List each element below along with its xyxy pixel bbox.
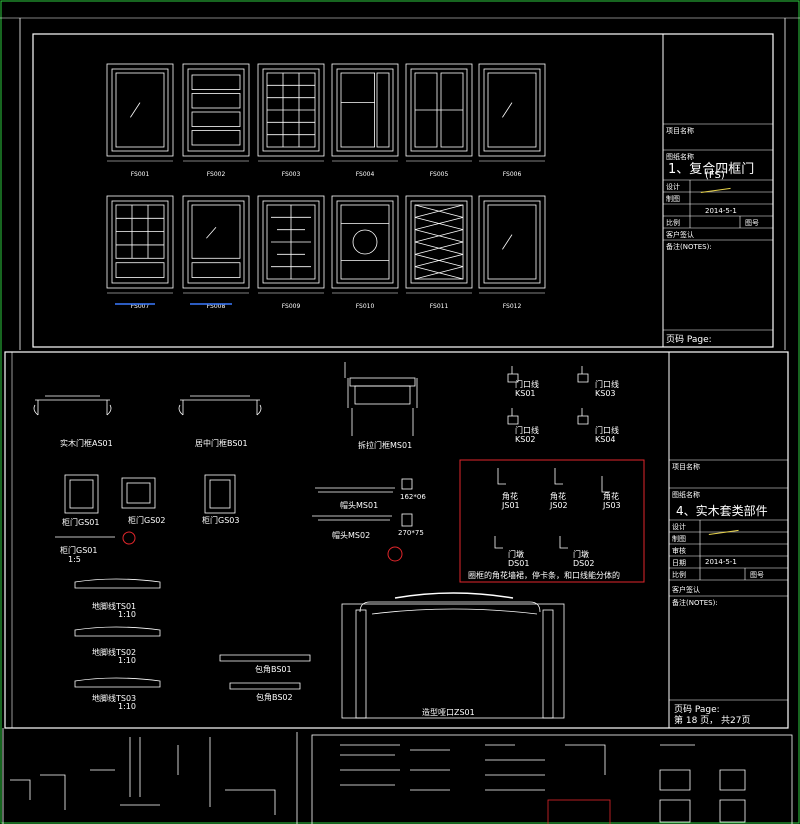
door-elevation: FS005 [405, 63, 473, 178]
label-ks04: 门口线 KS04 [595, 426, 619, 444]
page-label-2: 页码 Page: [674, 705, 720, 715]
drawing-title-2: 4、实木套类部件 [676, 504, 768, 518]
notes-title: 备注(NOTES): [666, 243, 712, 251]
label-scale110b: 1:10 [118, 656, 136, 665]
label-bs01: 居中门框BS01 [195, 439, 248, 448]
door-elevation: FS009 [257, 195, 325, 310]
door-elevations-row-2: FS007 FS008 FS009 FS010 FS011 FS012 [106, 195, 546, 310]
label-ts01: 地脚线TS01 [92, 602, 137, 611]
door-label: FS004 [356, 171, 375, 178]
door-label: FS007 [131, 303, 150, 310]
label-scale110a: 1:10 [118, 610, 136, 619]
door-elevation: FS008 [182, 195, 250, 310]
label-ks02: 门口线 KS02 [515, 426, 539, 444]
design-label: 设计 [666, 183, 680, 191]
label-gs02: 柜门GS02 [128, 516, 166, 525]
door-label: FS002 [207, 171, 226, 178]
label-gs03: 柜门GS03 [202, 516, 240, 525]
door-label: FS012 [503, 303, 522, 310]
label-scale110c: 1:10 [118, 702, 136, 711]
bottom-strip [2, 728, 793, 824]
door-elevation: FS011 [405, 195, 473, 310]
client-label-2: 客户签认 [672, 586, 700, 594]
door-elevation: FS012 [478, 195, 546, 310]
notes-title-2: 备注(NOTES): [672, 599, 718, 607]
date-value-2: 2014-5-1 [705, 558, 737, 566]
door-label: FS001 [131, 171, 150, 178]
label-dim2: 270*75 [398, 529, 424, 537]
label-ks03: 门口线 KS03 [595, 380, 619, 398]
label-dim1: 162*06 [400, 493, 426, 501]
date-label-2: 日期 [672, 559, 686, 567]
drawing-label: 图纸名称 [666, 153, 694, 161]
door-label: FS006 [503, 171, 522, 178]
door-label: FS005 [430, 171, 449, 178]
door-elevations-row-1: FS001 FS002 FS003 FS004 FS005 FS006 [106, 63, 546, 178]
label-note-box: 圈框的角花墙裙，停卡条，和口线能分体的 [468, 571, 620, 580]
label-ts02: 地脚线TS02 [92, 648, 137, 657]
label-zs01: 造型哑口ZS01 [422, 708, 475, 717]
label-bs01b: 包角BS01 [255, 665, 292, 674]
door-elevation: FS002 [182, 63, 250, 178]
label-js02: 角花 JS02 [550, 492, 568, 510]
drawing-code: (FS) [705, 170, 725, 181]
label-js01: 角花 JS01 [502, 492, 520, 510]
sheet-label: 图号 [745, 219, 759, 227]
project-label: 项目名称 [666, 127, 694, 135]
page-label: 页码 Page: [666, 335, 712, 345]
label-bs02: 包角BS02 [256, 693, 293, 702]
door-elevation: FS003 [257, 63, 325, 178]
scale-label-2: 比例 [672, 571, 686, 579]
highlight-box [459, 459, 645, 583]
sheet-1 [32, 33, 774, 348]
sheet-2-drawings [33, 362, 589, 719]
label-ds02: 门墩 DS02 [573, 550, 595, 568]
door-label: FS010 [356, 303, 375, 310]
label-ts03: 地脚线TS03 [92, 694, 137, 703]
draw-label: 制图 [666, 195, 680, 203]
door-label: FS011 [430, 303, 449, 310]
drawing-label-2: 图纸名称 [672, 491, 700, 499]
label-ds01: 门墩 DS01 [508, 550, 530, 568]
door-elevation: FS006 [478, 63, 546, 178]
label-gs01: 柜门GS01 [62, 518, 100, 527]
label-as01: 实木门框AS01 [60, 439, 113, 448]
label-js03: 角花 JS03 [603, 492, 621, 510]
door-elevation: FS007 [106, 195, 174, 310]
door-label: FS009 [282, 303, 301, 310]
label-gs01b: 柜门GS01 [60, 546, 98, 555]
label-ms01b: 帽头MS01 [340, 501, 379, 510]
client-label: 客户签认 [666, 231, 694, 239]
sheet-label-2: 图号 [750, 571, 764, 579]
label-ks01: 门口线 KS01 [515, 380, 539, 398]
project-label-2: 项目名称 [672, 463, 700, 471]
draw-label-2: 制图 [672, 535, 686, 543]
sheet-2 [4, 351, 789, 729]
check-label-2: 审核 [672, 547, 686, 555]
door-elevation: FS010 [331, 195, 399, 310]
drawing-title: 1、复合四框门 [668, 162, 755, 177]
label-ms02: 帽头MS02 [332, 531, 371, 540]
door-elevation: FS001 [106, 63, 174, 178]
design-label-2: 设计 [672, 523, 686, 531]
label-scale15: 1:5 [68, 555, 81, 564]
door-elevation: FS004 [331, 63, 399, 178]
scale-label: 比例 [666, 219, 680, 227]
date-value: 2014-5-1 [705, 207, 737, 215]
door-label: FS003 [282, 171, 301, 178]
door-label: FS008 [207, 303, 226, 310]
label-ms01: 拆拉门框MS01 [358, 441, 413, 450]
page-text-2: 第 18 页， 共27页 [674, 716, 751, 726]
